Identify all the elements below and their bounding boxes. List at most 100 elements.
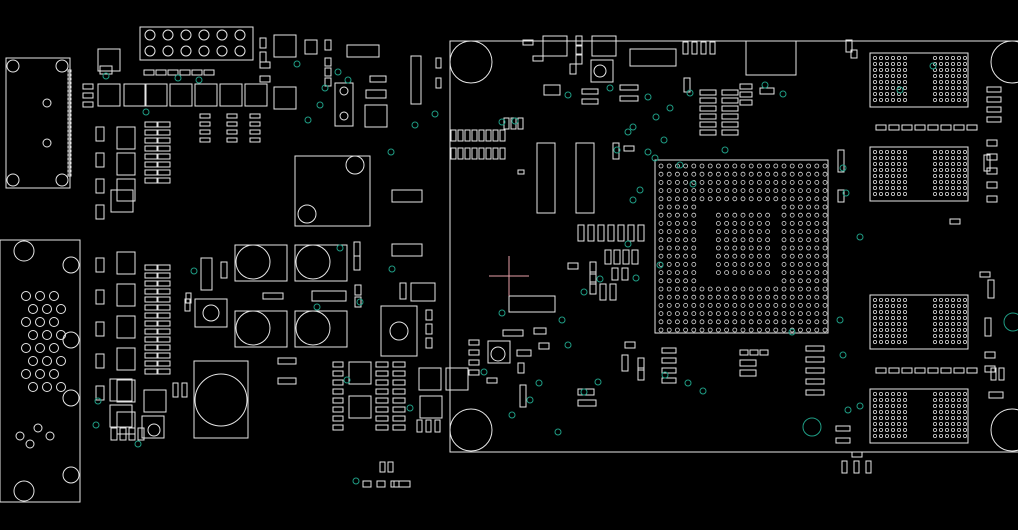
passive xyxy=(332,397,344,404)
bga-ball xyxy=(740,220,746,226)
passive xyxy=(393,480,411,488)
passive xyxy=(699,89,717,96)
small-ic xyxy=(348,361,372,385)
memory-ball xyxy=(885,433,890,438)
memory-ball xyxy=(933,185,938,190)
passive xyxy=(425,419,432,433)
passive xyxy=(376,480,386,488)
passive xyxy=(277,377,297,385)
memory-ball xyxy=(945,161,950,166)
bga-ball xyxy=(781,163,787,169)
memory-ball xyxy=(885,92,890,97)
passive xyxy=(492,147,499,160)
memory-ball xyxy=(951,155,956,160)
passive xyxy=(577,388,595,396)
bga-ball xyxy=(781,188,787,194)
memory-ball xyxy=(903,397,908,402)
passive xyxy=(332,406,344,413)
memory-ball xyxy=(939,391,944,396)
bga-ball xyxy=(806,188,811,194)
memory-ball xyxy=(897,427,902,432)
bga-ball xyxy=(757,188,762,194)
bga-ball xyxy=(683,270,688,276)
memory-ball xyxy=(951,98,956,103)
bga-ball xyxy=(691,294,697,300)
memory-ball xyxy=(939,86,944,91)
connector-pin xyxy=(49,291,59,301)
passive xyxy=(613,249,621,265)
bga-ball xyxy=(740,188,746,194)
bga-ball xyxy=(683,229,688,235)
passive xyxy=(739,369,757,377)
passive xyxy=(661,377,677,384)
memory-ball xyxy=(897,62,902,67)
connectors xyxy=(0,57,81,503)
bga-ball xyxy=(781,319,787,325)
memory-ball xyxy=(891,333,896,338)
bga-ball xyxy=(675,311,680,317)
memory-ball xyxy=(891,433,896,438)
passive xyxy=(691,41,698,55)
memory-ball xyxy=(951,149,956,154)
memory-ball xyxy=(873,86,878,91)
bga-ball xyxy=(748,179,754,185)
bga-ball xyxy=(666,196,672,202)
bga-ball xyxy=(773,171,779,177)
passive xyxy=(157,312,171,319)
passive xyxy=(144,336,158,343)
bga-ball xyxy=(748,196,754,202)
memory-ball xyxy=(933,391,938,396)
passive xyxy=(332,424,344,431)
bga-ball xyxy=(773,327,779,333)
passive xyxy=(144,177,158,184)
memory-ball xyxy=(879,327,884,332)
passive xyxy=(805,356,825,363)
memory-ball xyxy=(879,309,884,314)
bga-ball xyxy=(732,294,738,300)
bga-ball xyxy=(748,270,754,276)
memory-ball xyxy=(873,155,878,160)
passive xyxy=(543,84,561,96)
memory-ball xyxy=(873,191,878,196)
connector-pin xyxy=(67,157,72,161)
bga-ball xyxy=(683,261,688,267)
passive xyxy=(567,262,579,270)
bga-ball xyxy=(781,237,787,243)
bga-ball xyxy=(748,286,754,292)
memory-ball xyxy=(897,397,902,402)
via xyxy=(594,378,602,386)
passive xyxy=(262,292,284,300)
passive xyxy=(199,129,211,135)
via xyxy=(629,123,637,131)
passive xyxy=(259,61,271,69)
memory-ball xyxy=(897,155,902,160)
bga-ball xyxy=(740,319,746,325)
small-ic xyxy=(419,395,443,419)
bga-ball xyxy=(773,286,779,292)
passive xyxy=(199,137,211,143)
memory-ball xyxy=(903,297,908,302)
memory-ball xyxy=(957,86,962,91)
passive xyxy=(434,419,441,433)
passive xyxy=(167,69,179,76)
memory-ball xyxy=(939,433,944,438)
memory-ball xyxy=(957,191,962,196)
bga-ball xyxy=(699,179,705,185)
bga-ball xyxy=(691,253,697,259)
passive xyxy=(144,304,158,311)
passive xyxy=(157,272,171,279)
bga-ball xyxy=(707,286,713,292)
connector-pin xyxy=(67,153,72,157)
memory-ball xyxy=(879,62,884,67)
bga-ball xyxy=(683,196,688,202)
passive xyxy=(619,95,639,102)
via xyxy=(644,93,652,101)
memory-ball xyxy=(885,391,890,396)
memory-ball xyxy=(885,421,890,426)
memory-ball xyxy=(963,149,968,154)
passive xyxy=(82,83,94,90)
bga-ball xyxy=(666,319,672,325)
memory-ball xyxy=(891,173,896,178)
passive xyxy=(533,327,547,335)
